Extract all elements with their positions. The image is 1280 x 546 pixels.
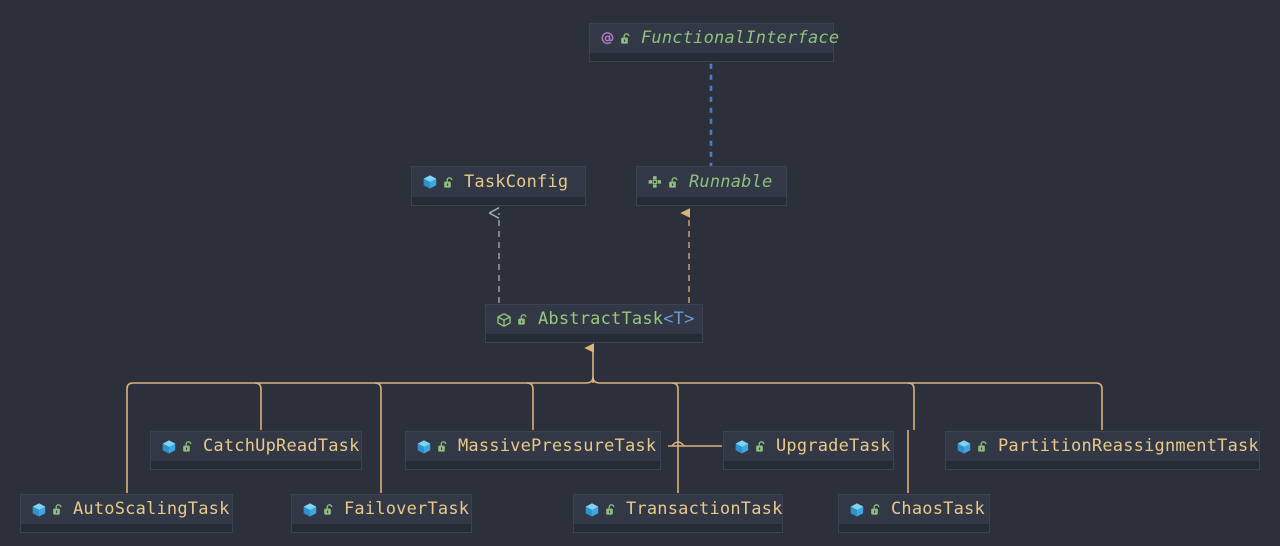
node-failover-task[interactable]: FailoverTask bbox=[291, 494, 472, 533]
class-cube-icon bbox=[584, 502, 600, 518]
node-footer bbox=[485, 334, 703, 343]
node-runnable[interactable]: Runnable bbox=[636, 166, 787, 206]
node-functional-interface[interactable]: FunctionalInterface bbox=[589, 23, 839, 62]
unlock-icon bbox=[517, 313, 529, 326]
class-cube-icon bbox=[734, 439, 750, 455]
node-title-functional-interface: FunctionalInterface bbox=[641, 28, 840, 48]
class-cube-icon bbox=[422, 174, 438, 190]
node-title-upgrade-task: UpgradeTask bbox=[776, 436, 891, 456]
class-cube-icon bbox=[416, 439, 432, 455]
node-auto-scaling-task[interactable]: AutoScalingTask bbox=[20, 494, 233, 533]
unlock-icon bbox=[870, 503, 882, 516]
node-massive-pressure-task[interactable]: MassivePressureTask bbox=[405, 431, 661, 470]
unlock-icon bbox=[620, 32, 632, 45]
node-footer bbox=[838, 524, 990, 533]
unlock-icon bbox=[437, 440, 449, 453]
unlock-icon bbox=[668, 176, 680, 189]
node-footer bbox=[291, 524, 472, 533]
node-title-runnable: Runnable bbox=[689, 171, 773, 192]
node-title-catch-up-read-task: CatchUpReadTask bbox=[203, 436, 360, 456]
unlock-icon bbox=[182, 440, 194, 453]
edge-branch-failover-task bbox=[374, 382, 382, 493]
node-footer bbox=[945, 461, 1260, 470]
edge-branch-massive-pressure-task bbox=[526, 382, 534, 430]
edge-inheritance-bus bbox=[126, 376, 1103, 390]
abstract-cube-icon bbox=[496, 312, 512, 328]
node-footer bbox=[573, 524, 783, 533]
node-catch-up-read-task[interactable]: CatchUpReadTask bbox=[150, 431, 362, 470]
unlock-icon bbox=[323, 503, 335, 516]
node-footer bbox=[150, 461, 362, 470]
unlock-icon bbox=[52, 503, 64, 516]
class-cube-icon bbox=[956, 439, 972, 455]
edge-branch-catch-up-read-task bbox=[254, 382, 262, 430]
unlock-icon bbox=[755, 440, 767, 453]
node-footer bbox=[411, 197, 586, 206]
node-title-chaos-task: ChaosTask bbox=[891, 499, 985, 519]
edge-hop-arc bbox=[671, 441, 685, 447]
node-title-massive-pressure-task: MassivePressureTask bbox=[458, 436, 657, 456]
node-footer bbox=[405, 461, 661, 470]
node-generic-param: <T> bbox=[663, 309, 695, 329]
unlock-icon bbox=[605, 503, 617, 516]
node-transaction-task[interactable]: TransactionTask bbox=[573, 494, 783, 533]
class-cube-icon bbox=[31, 502, 47, 518]
annotation-at-icon bbox=[600, 31, 615, 46]
node-upgrade-task[interactable]: UpgradeTask bbox=[723, 431, 894, 470]
node-title-auto-scaling-task: AutoScalingTask bbox=[73, 499, 230, 519]
node-title-transaction-task: TransactionTask bbox=[626, 499, 783, 519]
class-cube-icon bbox=[302, 502, 318, 518]
edge-branch-transaction-task bbox=[671, 382, 679, 493]
node-task-config[interactable]: TaskConfig bbox=[411, 166, 586, 206]
node-title-task-config: TaskConfig bbox=[464, 171, 569, 192]
node-title-abstract-task: AbstractTask bbox=[538, 309, 664, 329]
node-footer bbox=[723, 461, 894, 470]
node-chaos-task[interactable]: ChaosTask bbox=[838, 494, 990, 533]
node-footer bbox=[20, 524, 233, 533]
class-cube-icon bbox=[161, 439, 177, 455]
node-title-partition-reassignment-task: PartitionReassignmentTask bbox=[998, 436, 1259, 456]
unlock-icon bbox=[443, 176, 455, 189]
interface-puzzle-icon bbox=[647, 174, 663, 190]
unlock-icon bbox=[977, 440, 989, 453]
node-footer bbox=[636, 197, 787, 206]
node-title-failover-task: FailoverTask bbox=[344, 499, 470, 519]
node-partition-reassignment-task[interactable]: PartitionReassignmentTask bbox=[945, 431, 1260, 470]
edge-branch-upgrade-riser bbox=[907, 382, 915, 430]
node-footer bbox=[589, 53, 834, 62]
node-abstract-task[interactable]: AbstractTask <T> bbox=[485, 304, 703, 343]
class-cube-icon bbox=[849, 502, 865, 518]
